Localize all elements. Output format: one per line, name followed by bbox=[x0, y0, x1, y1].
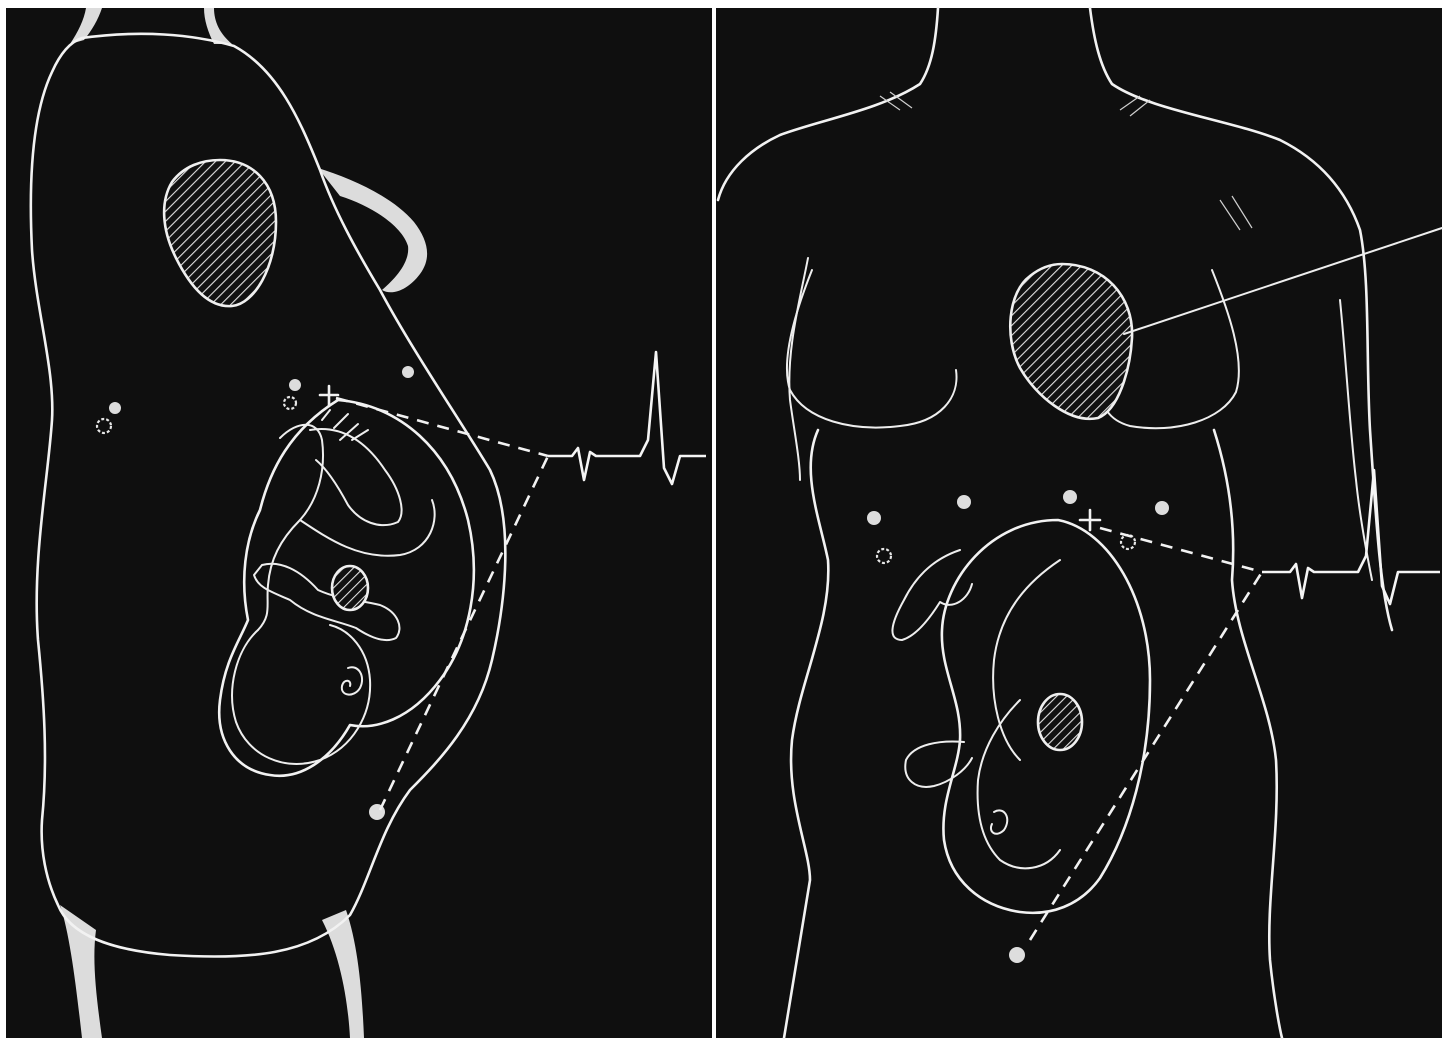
electrode-dot bbox=[867, 511, 881, 525]
electrode-dot bbox=[402, 366, 414, 378]
electrode-dot bbox=[289, 379, 301, 391]
frontal-panel-background bbox=[716, 8, 1442, 1038]
lateral-fetal-heart bbox=[332, 566, 368, 610]
electrode-dot bbox=[1155, 501, 1169, 515]
frontal-view-panel bbox=[716, 8, 1442, 1038]
lateral-panel-background bbox=[6, 8, 712, 1038]
electrode-dot bbox=[1009, 947, 1025, 963]
lateral-view-panel bbox=[6, 8, 712, 1038]
electrode-dot bbox=[109, 402, 121, 414]
panel-divider bbox=[712, 8, 716, 1038]
electrode-dot bbox=[957, 495, 971, 509]
frontal-fetal-heart bbox=[1038, 694, 1082, 750]
electrode-dot bbox=[1063, 490, 1077, 504]
